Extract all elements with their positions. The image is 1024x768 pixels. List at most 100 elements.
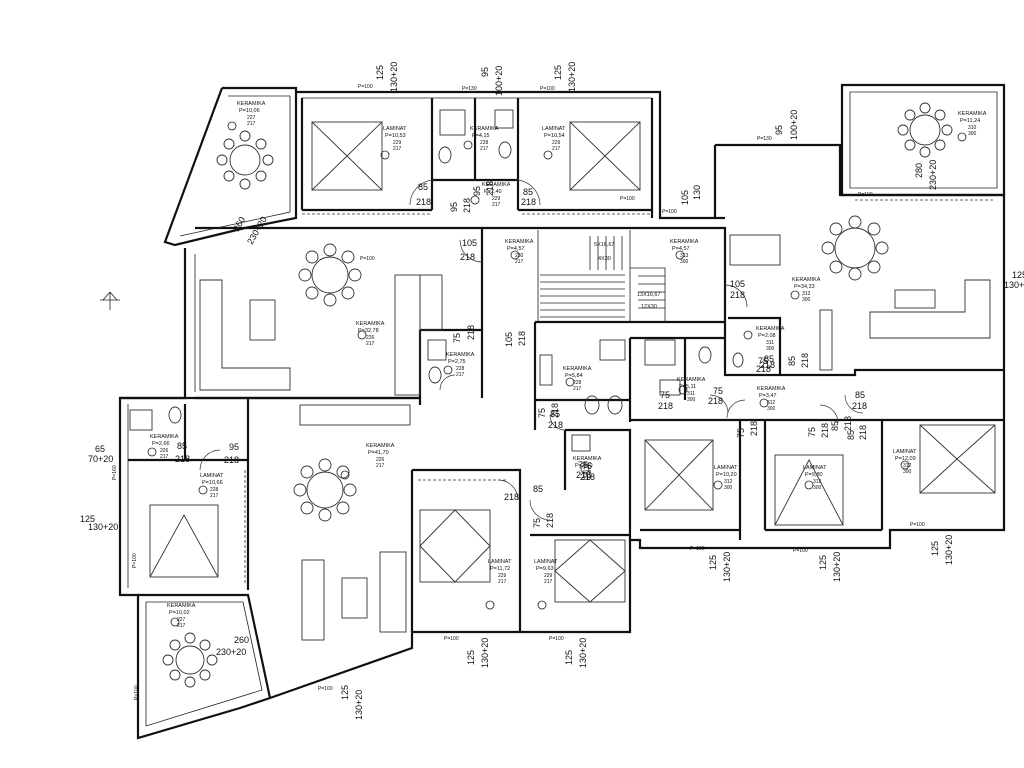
balcony-nw-inner [179, 95, 291, 237]
shower-mid [599, 339, 626, 361]
kitchen-counter-w [394, 274, 421, 396]
room-name: KERAMIKA [167, 603, 196, 609]
room-name: LAMINAT [534, 559, 558, 565]
north-arrow-icon [100, 291, 120, 310]
door-dimension: 85 [550, 409, 560, 419]
room-level-top: 229 [552, 140, 561, 146]
room-name: KERAMIKA [505, 239, 534, 245]
room-name: LAMINAT [488, 559, 512, 565]
door-dimension: 218 [756, 364, 771, 374]
door-dimension: 75 [807, 427, 817, 437]
stair-label: 13X16,67 [637, 292, 661, 298]
window-dimension: 95 [774, 125, 784, 135]
room-level-top: 227 [177, 617, 186, 623]
furniture [100, 102, 996, 688]
door-dimension: 218 [550, 403, 560, 418]
room-name: KERAMIKA [366, 443, 395, 449]
door-dimension: 218 [858, 425, 868, 440]
window-dimension: 125 [80, 514, 95, 524]
door-dimension: 95 [472, 186, 482, 196]
window-dimension: 125 [818, 555, 828, 570]
parapet-label: P=130 [757, 136, 772, 142]
window-dimension: 125 [375, 65, 385, 80]
room-level-top: 226 [376, 457, 385, 463]
door-hall-w [459, 239, 483, 263]
door-dimension: 218 [843, 416, 853, 431]
parapet-label: P=100 [910, 522, 925, 528]
room-name: KERAMIKA [237, 101, 266, 107]
outer-wall-south [118, 248, 1006, 740]
coffee-table-e [894, 289, 936, 309]
door-dimension: 218 [800, 353, 810, 368]
room-area: P=3,47 [759, 393, 777, 399]
wc-nw [438, 146, 452, 164]
window-dimension: 130+20 [480, 638, 490, 668]
wc-mid-wall [565, 428, 632, 540]
room-level-bottom: 217 [177, 623, 186, 629]
window-dimension: 125 [708, 555, 718, 570]
bed-s1-cross [419, 509, 491, 583]
door-dimension: 218 [224, 455, 239, 465]
door-bath-e [709, 394, 729, 414]
room-level-top: 228 [480, 140, 489, 146]
room-area: P=34,33 [794, 284, 815, 290]
room-level-top: 226 [366, 335, 375, 341]
window-dimension: 95 [480, 67, 490, 77]
door-dimension: 85 [787, 356, 797, 366]
window-dimension: 105 [680, 190, 690, 205]
door-bath-mid2 [549, 414, 566, 431]
room-name: KERAMIKA [670, 239, 699, 245]
room-area: P=4,15 [472, 133, 490, 139]
room-area: P=10,53 [385, 133, 406, 139]
parapet-label: P=100 [858, 192, 873, 198]
room-level-top: 228 [456, 366, 465, 372]
window-dimension: 260 [231, 215, 247, 233]
room-level-top: 312 [767, 400, 776, 406]
door-dimension: 85 [855, 390, 865, 400]
door-dimension: 75 [452, 333, 462, 343]
kitchen-counter-e [729, 234, 781, 266]
door-dimension: 85 [846, 430, 856, 440]
parapet-label: P=130 [462, 86, 477, 92]
kitchen-island-e [819, 309, 833, 371]
door-dimension: 105 [730, 279, 745, 289]
room-name: LAMINAT [200, 473, 224, 479]
room-area: P=11,72 [490, 566, 510, 572]
kitchen-tall-unit [419, 274, 443, 331]
wc-east-wall [728, 316, 782, 375]
room-level-bottom: 300 [680, 259, 689, 265]
window-dimension: 130+20 [389, 62, 399, 92]
lower-top-wall [120, 396, 422, 405]
parapet-label: P=100 [690, 546, 705, 552]
walls [118, 83, 1006, 740]
room-level-top: 312 [724, 479, 733, 485]
staircase [540, 236, 666, 322]
room-area: P=5,11 [679, 384, 696, 390]
door-dimension: 218 [576, 470, 591, 480]
parapet-label: P=100 [134, 685, 140, 700]
door-dimension: 218 [462, 198, 472, 213]
sofa-living-e [869, 279, 991, 339]
wc-mid [428, 366, 442, 384]
room-level-top: 227 [247, 115, 256, 121]
top-wall [296, 90, 725, 220]
room-level-bottom: 300 [724, 485, 733, 491]
door-hall-e [724, 284, 748, 308]
room-level-top: 228 [573, 380, 582, 386]
room-level-bottom: 300 [813, 485, 822, 491]
window-dimension: 125 [340, 685, 350, 700]
coffee-table-sw [341, 577, 368, 619]
room-name: KERAMIKA [446, 352, 475, 358]
door-bedroom-e1 [726, 399, 746, 419]
door-bedroom-e2 [819, 404, 839, 424]
bed-e1 [644, 439, 714, 511]
room-name: KERAMIKA [757, 386, 786, 392]
room-area: P=2,40 [575, 463, 593, 469]
bed-ne [569, 121, 641, 191]
window-dimension: 130+20 [578, 638, 588, 668]
room-level-top: 228 [583, 470, 592, 476]
room-level-bottom: 217 [583, 476, 592, 482]
door-bedroom-s1 [497, 479, 519, 501]
dining-table-living-e [821, 215, 889, 281]
